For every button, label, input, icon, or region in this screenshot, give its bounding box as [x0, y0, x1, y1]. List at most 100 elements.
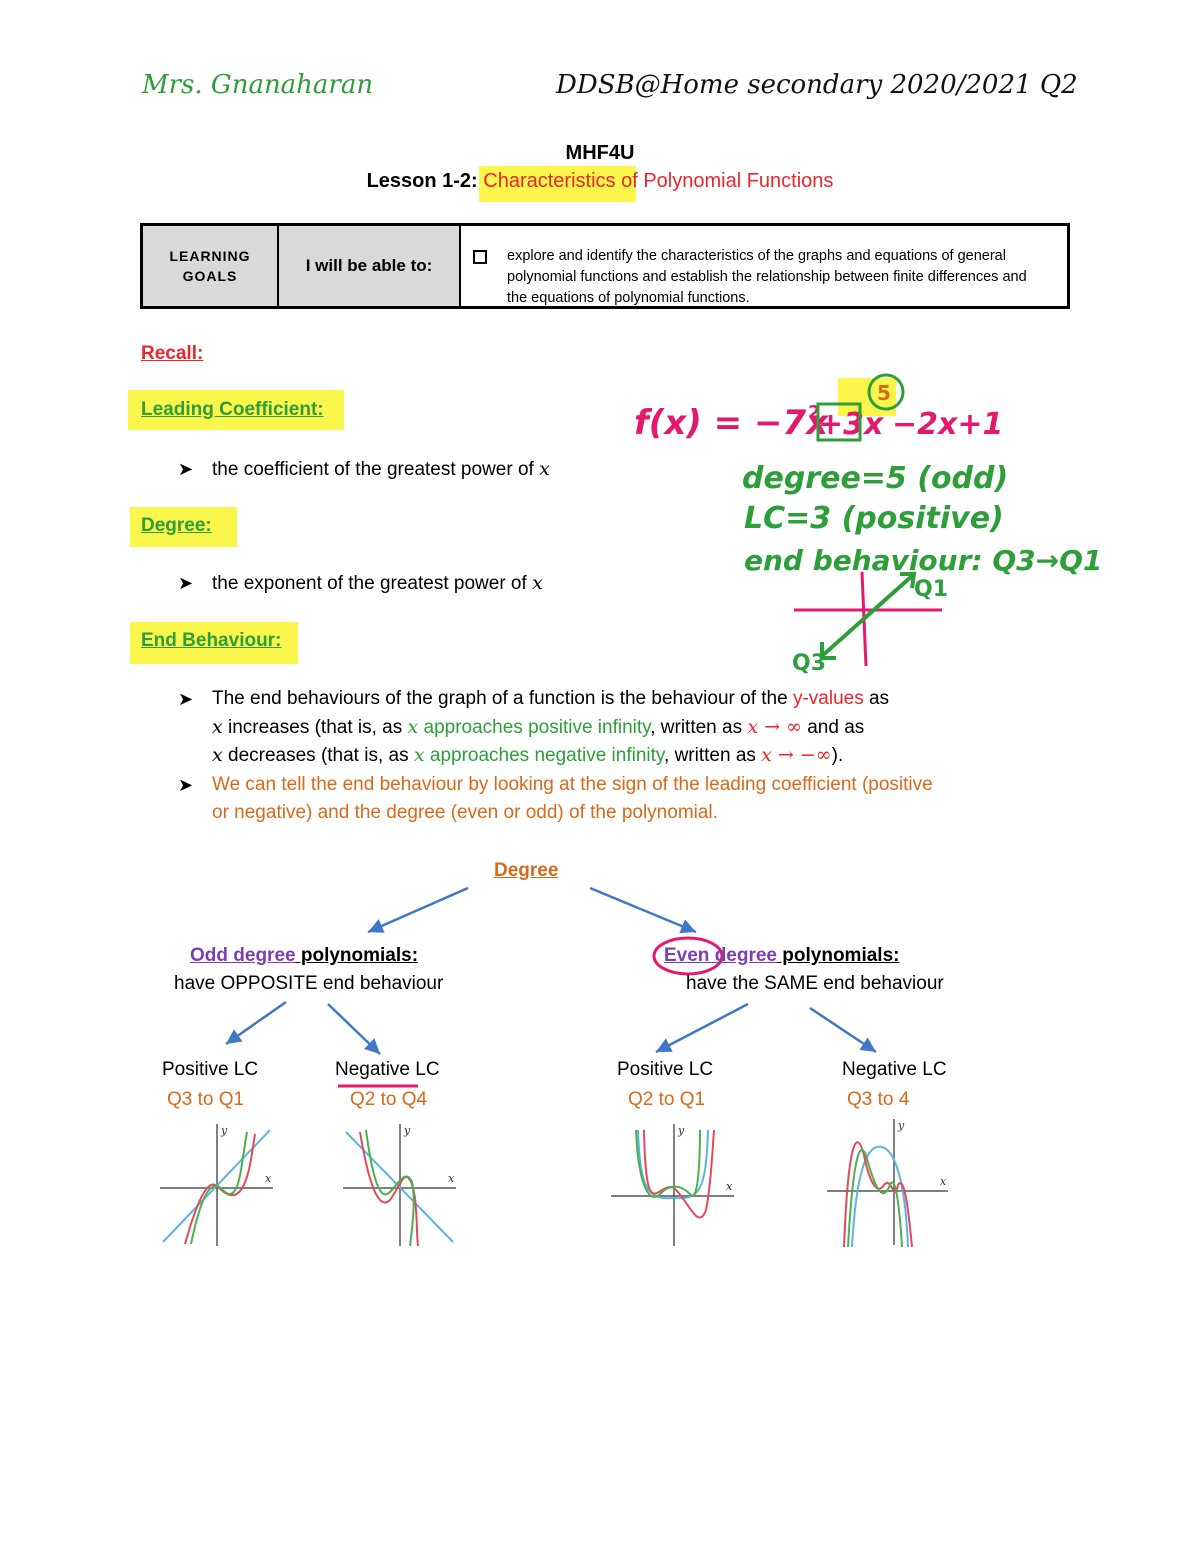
- variable: x: [532, 572, 543, 594]
- bullet-arrow-icon: ➤: [178, 573, 194, 593]
- circle-mark: [652, 936, 724, 976]
- highlight-mark: [130, 622, 298, 664]
- bullet-text: The end behaviours of the graph of a fun…: [212, 685, 889, 713]
- bullet-text: the coefficient of the greatest power of…: [212, 455, 550, 484]
- handwritten-end-behaviour: end behaviour: Q3→Q1: [744, 544, 1102, 577]
- q3-label: Q3: [792, 651, 826, 676]
- graph-even-positive: x y: [611, 1124, 734, 1246]
- leaf-sub: Q3 to Q1: [167, 1089, 245, 1110]
- goal-text: explore and identify the characteristics…: [507, 248, 1027, 306]
- text-span: , written as: [664, 745, 762, 766]
- x-axis-label: x: [448, 1172, 455, 1185]
- text-span: The end behaviours of the graph of a fun…: [212, 688, 793, 709]
- leading-text: the coefficient of the greatest power of: [212, 459, 534, 480]
- handwritten-notes: f(x) = −7x 2 +3x −2x+1 5 degree=5 (odd) …: [634, 373, 1102, 676]
- y-axis-label: y: [403, 1124, 411, 1137]
- variable: x: [413, 744, 425, 766]
- leaf-label: Negative LC: [335, 1059, 440, 1080]
- even-degree-text: Even degree: [664, 945, 777, 966]
- degree-text: the exponent of the greatest power of: [212, 573, 527, 594]
- end-behaviour-line: [820, 574, 914, 658]
- leaf-sub: Q2 to Q4: [350, 1089, 428, 1110]
- arrow-head-icon: [900, 572, 917, 589]
- handwritten-term: +3x: [818, 407, 885, 442]
- odd-degree-sub: have OPPOSITE end behaviour: [174, 973, 444, 994]
- leading-coefficient-heading: Leading Coefficient:: [141, 399, 324, 420]
- variable: x: [212, 716, 223, 738]
- math-expression: x → −∞: [761, 744, 832, 766]
- leading-coefficient-bullet: ➤ the coefficient of the greatest power …: [0, 455, 700, 485]
- recall-heading: Recall:: [141, 343, 204, 364]
- goal-text-cell: explore and identify the characteristics…: [461, 226, 1067, 306]
- text-span: increases (that is, as: [222, 717, 408, 738]
- variable: x: [407, 716, 419, 738]
- y-values-text: y-values: [792, 688, 864, 709]
- handwritten-lc: LC=3 (positive): [744, 501, 1004, 536]
- graph-even-negative: x y: [827, 1119, 948, 1248]
- math-expression: x → ∞: [747, 716, 802, 738]
- handwritten-equation: f(x) = −7x: [634, 403, 829, 443]
- arrow-icon: [809, 1006, 877, 1054]
- variable: x: [212, 744, 223, 766]
- handwritten-degree: degree=5 (odd): [742, 461, 1008, 496]
- bullet-text: We can tell the end behaviour by looking…: [212, 774, 933, 795]
- arrow-icon: [367, 886, 469, 934]
- handwritten-rest: −2x+1: [892, 407, 1003, 442]
- arrow-icon: [589, 886, 697, 934]
- text-span: ).: [831, 745, 844, 766]
- end-behaviour-line-2: x increases (that is, as x approaches po…: [212, 713, 1112, 743]
- negative-infinity-text: approaches negative infinity: [424, 745, 665, 766]
- circled-exponent: 5: [877, 381, 891, 405]
- lesson-label: Lesson 1-2:: [366, 170, 478, 192]
- variable: x: [539, 458, 550, 480]
- degree-bullet: ➤ the exponent of the greatest power of …: [0, 569, 700, 599]
- circle-mark: [867, 373, 905, 411]
- end-behaviour-heading: End Behaviour:: [141, 630, 282, 651]
- degree-heading: Degree:: [141, 515, 212, 536]
- bullet-arrow-icon: ➤: [178, 775, 194, 795]
- end-behaviour-bullet-2: ➤ We can tell the end behaviour by looki…: [0, 771, 1100, 801]
- odd-degree-heading: Odd degree polynomials:: [190, 945, 418, 967]
- highlight-mark: [128, 390, 344, 430]
- able-to-cell: I will be able to:: [279, 226, 461, 306]
- leaf-sub: Q2 to Q1: [628, 1089, 706, 1110]
- bullet-arrow-icon: ➤: [178, 459, 194, 479]
- even-degree-heading: Even degree polynomials:: [664, 945, 899, 967]
- lesson-name: Characteristics of Polynomial Functions: [483, 170, 834, 192]
- positive-infinity-text: approaches positive infinity: [418, 717, 651, 738]
- polynomials-text: polynomials:: [777, 945, 900, 966]
- arrow-icon: [327, 1003, 381, 1055]
- y-axis-label: y: [677, 1124, 685, 1137]
- leaf-label: Positive LC: [617, 1059, 714, 1080]
- leaf-label: Negative LC: [842, 1059, 947, 1080]
- highlight-mark: [130, 507, 237, 547]
- arrow-icon: [655, 1002, 749, 1054]
- x-axis-label: x: [726, 1180, 733, 1193]
- polynomials-text: polynomials:: [295, 945, 419, 966]
- checkbox-icon[interactable]: [473, 250, 487, 264]
- leaf-sub: Q3 to 4: [847, 1089, 910, 1110]
- y-axis-label: y: [897, 1119, 905, 1132]
- bullet-text: the exponent of the greatest power of x: [212, 569, 543, 598]
- text-span: decreases (that is, as: [222, 745, 414, 766]
- text-span: , written as: [650, 717, 748, 738]
- x-axis-label: x: [940, 1175, 947, 1188]
- end-behaviour-line-5: or negative) and the degree (even or odd…: [212, 802, 718, 823]
- learning-goals-table: LEARNING GOALS I will be able to: explor…: [140, 223, 1070, 309]
- arrow-head-icon: [820, 642, 836, 660]
- odd-degree-text: Odd degree: [190, 945, 296, 966]
- text-span: and as: [801, 717, 865, 738]
- text-span: as: [863, 688, 890, 709]
- highlight-mark: [479, 166, 636, 202]
- box-mark: [816, 402, 862, 442]
- program-name: DDSB@Home secondary 2020/2021 Q2: [556, 70, 1078, 100]
- graph-odd-negative: x y: [343, 1124, 456, 1247]
- course-code: MHF4U: [565, 142, 635, 164]
- leaf-label: Positive LC: [162, 1059, 259, 1080]
- tree-root: Degree: [494, 860, 559, 881]
- goals-header-cell: LEARNING GOALS: [143, 226, 279, 306]
- arrow-icon: [225, 1000, 287, 1046]
- goals-heading: LEARNING GOALS: [169, 248, 251, 284]
- q1-label: Q1: [914, 577, 948, 602]
- even-degree-sub: have the SAME end behaviour: [686, 973, 944, 994]
